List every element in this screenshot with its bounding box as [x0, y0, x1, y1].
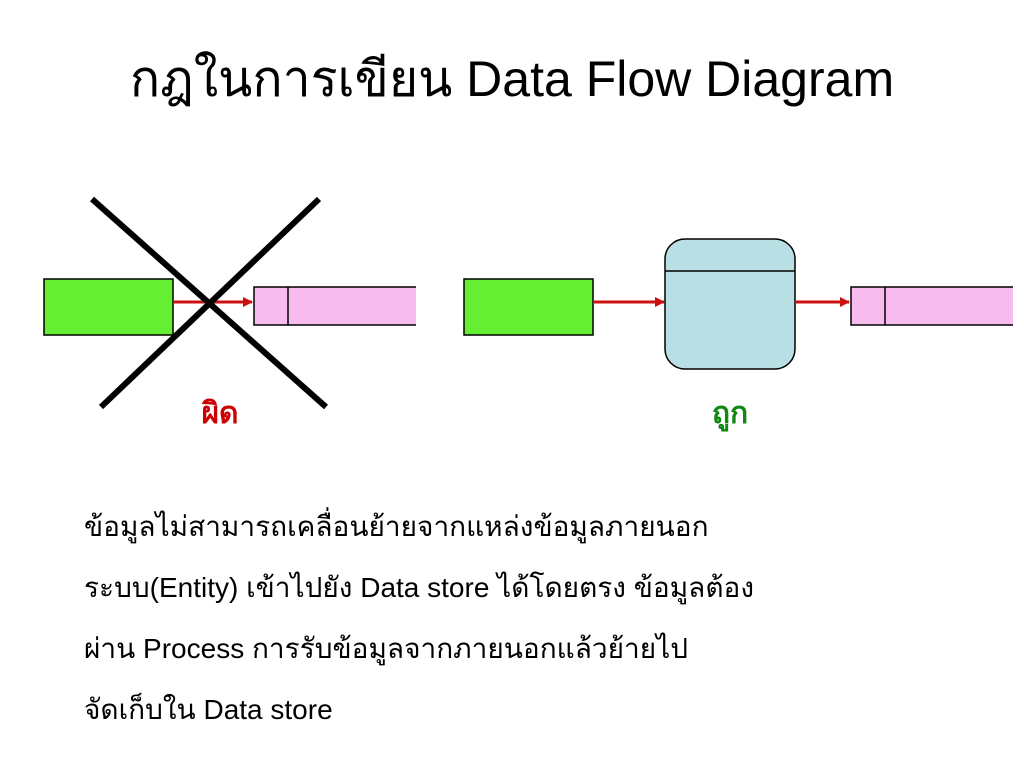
correct-caption: ถูก	[711, 397, 749, 430]
correct-example	[463, 238, 1013, 370]
page-title: กฎในการเขียน Data Flow Diagram	[129, 51, 895, 107]
cross-out-mark	[90, 196, 328, 410]
wrong-caption: ผิด	[201, 397, 239, 430]
process-shape	[664, 238, 796, 370]
description-line: ผ่าน Process การรับข้อมูลจากภายนอกแล้วย้…	[84, 633, 688, 664]
entity-box-correct	[463, 278, 594, 336]
entity-box-wrong	[43, 278, 174, 336]
wrong-example	[43, 196, 416, 410]
data-store-wrong	[253, 286, 416, 326]
data-store-correct	[850, 286, 1013, 326]
description-line: ข้อมูลไม่สามารถเคลื่อนย้ายจากแหล่งข้อมูล…	[84, 511, 709, 542]
description-text: ข้อมูลไม่สามารถเคลื่อนย้ายจากแหล่งข้อมูล…	[84, 496, 984, 740]
description-line: จัดเก็บใน Data store	[84, 694, 333, 725]
description-line: ระบบ(Entity) เข้าไปยัง Data store ได้โดย…	[84, 572, 754, 603]
